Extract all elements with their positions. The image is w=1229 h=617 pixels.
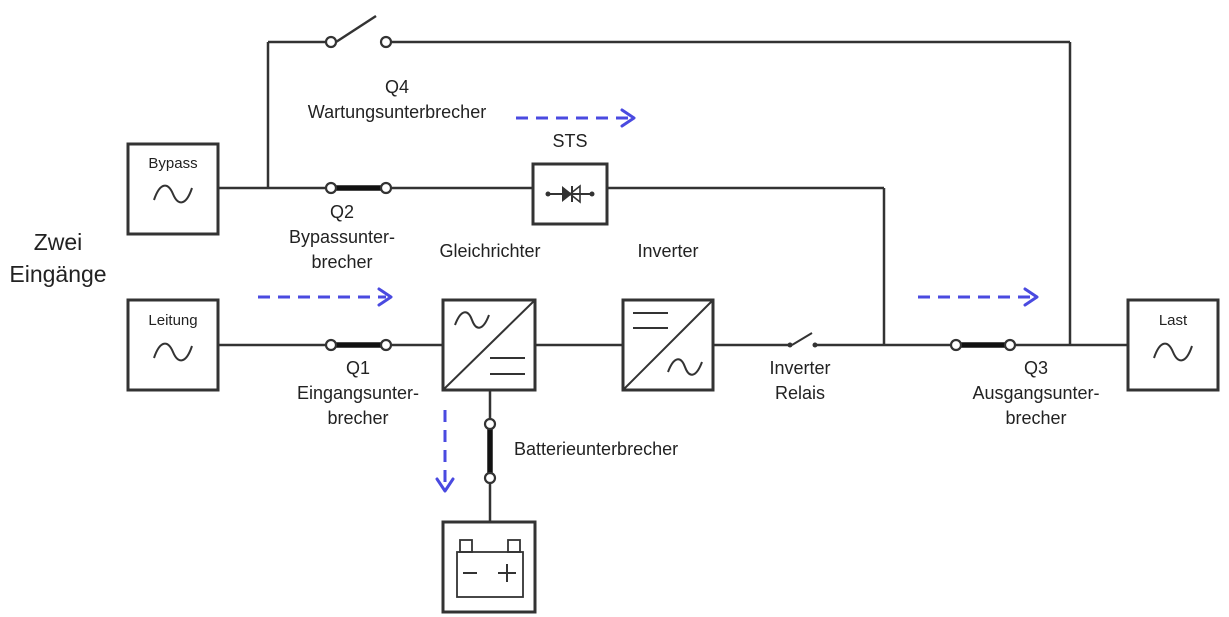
- labels: Zwei Eingänge Bypass Leitung Last Q4 War…: [9, 77, 1188, 459]
- q1-terminal-left: [324, 338, 338, 352]
- bypass-label: Bypass: [148, 155, 197, 172]
- q2-terminal-left: [324, 181, 338, 195]
- q2-label: Q2: [330, 202, 354, 222]
- bypass-source-box: [126, 142, 220, 236]
- ac-wave-icon: [454, 311, 490, 329]
- q2-name-line2: brecher: [311, 252, 372, 272]
- leitung-label: Leitung: [148, 312, 197, 329]
- inverter-diagonal: [622, 299, 714, 391]
- q4-terminal-left: [324, 35, 338, 49]
- last-box: [1126, 298, 1220, 392]
- sine-wave-icon: [153, 342, 193, 362]
- q4-terminal-right: [379, 35, 393, 49]
- rectifier-box: [441, 298, 537, 392]
- q2-breaker: [324, 181, 393, 195]
- q4-name-label: Wartungsunterbrecher: [308, 102, 486, 122]
- rectifier-diagonal: [442, 299, 536, 391]
- q4-switch: [324, 14, 393, 49]
- flow-arrow-input: [258, 287, 393, 307]
- last-output-box: [1126, 298, 1220, 392]
- sine-wave-icon: [153, 184, 193, 204]
- leitung-source-box: [126, 298, 220, 392]
- battery-breaker-label: Batterieunterbrecher: [514, 439, 678, 459]
- inverter-relay: [787, 332, 818, 348]
- q3-terminal-left: [949, 338, 963, 352]
- inputs-title-line2: Eingänge: [9, 261, 106, 287]
- relay-terminal-right: [812, 342, 818, 348]
- battery-breaker-terminal-top: [483, 417, 497, 431]
- inverter-box: [621, 298, 715, 392]
- battery-breaker-terminal-bottom: [483, 471, 497, 485]
- q3-label: Q3: [1024, 358, 1048, 378]
- battery-breaker: [483, 417, 497, 485]
- q4-blade: [335, 14, 377, 44]
- q4-label: Q4: [385, 77, 409, 97]
- q1-name-line1: Eingangsunter-: [297, 383, 419, 403]
- wiring: [218, 40, 1128, 522]
- inverter-label: Inverter: [637, 241, 698, 261]
- q3-name-line1: Ausgangsunter-: [972, 383, 1099, 403]
- q3-breaker: [949, 338, 1017, 352]
- q2-terminal-right: [379, 181, 393, 195]
- ac-wave-icon: [667, 358, 703, 376]
- q1-terminal-right: [379, 338, 393, 352]
- battery-icon: [456, 539, 524, 598]
- inverter-relay-line2: Relais: [775, 383, 825, 403]
- sts-label: STS: [552, 131, 587, 151]
- inputs-title-line1: Zwei: [34, 229, 83, 255]
- battery-box: [441, 520, 537, 614]
- flow-arrow-output: [918, 287, 1039, 307]
- q3-name-line2: brecher: [1005, 408, 1066, 428]
- thyristor-icon: [545, 184, 595, 204]
- sine-wave-icon: [1153, 342, 1193, 362]
- inverter-relay-line1: Inverter: [769, 358, 830, 378]
- sts-box: [531, 162, 609, 226]
- flow-arrow-battery: [435, 410, 455, 493]
- q3-terminal-right: [1003, 338, 1017, 352]
- q1-label: Q1: [346, 358, 370, 378]
- q1-name-line2: brecher: [327, 408, 388, 428]
- relay-contact: [791, 332, 813, 346]
- q1-breaker: [324, 338, 393, 352]
- relay-terminal-left: [787, 342, 793, 348]
- q2-name-line1: Bypassunter-: [289, 227, 395, 247]
- last-label: Last: [1159, 312, 1188, 329]
- bypass-box: [126, 142, 220, 236]
- rectifier-label: Gleichrichter: [439, 241, 540, 261]
- leitung-box: [126, 298, 220, 392]
- flow-arrow-maintenance: [516, 108, 636, 128]
